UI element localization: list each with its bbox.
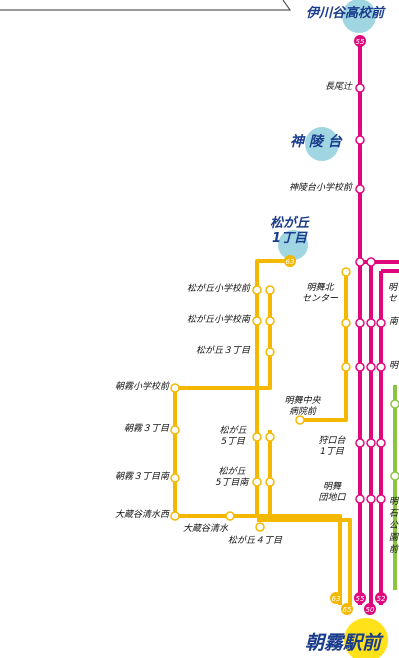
yellow-routes — [173, 259, 352, 605]
stop-marker — [225, 511, 235, 521]
stop-marker — [355, 184, 365, 194]
stop-label-asagiri-school: 朝霧小学校前 — [114, 382, 169, 392]
stop-marker — [252, 432, 262, 442]
stop-label-asagiri-3-s: 朝霧３丁目南 — [114, 472, 169, 482]
route-badge-52 — [375, 592, 387, 604]
terminal-circle — [344, 618, 388, 658]
stop-marker — [170, 511, 180, 521]
stop-marker — [170, 425, 180, 435]
route-badge-65 — [341, 603, 353, 615]
stop-label-matsugaoka-school-s: 松が丘小学校南 — [186, 315, 250, 325]
yellow-segment-3 — [173, 290, 342, 605]
stop-label-matsugaoka-5: 松が丘 5丁目 — [219, 426, 247, 447]
stop-marker — [265, 285, 275, 295]
stop-label-cut-vertical: 明 石 公 園 前 — [389, 497, 399, 555]
route-badge-55-bottom — [354, 592, 366, 604]
stop-marker — [355, 438, 365, 448]
stop-marker — [252, 477, 262, 487]
stop-marker — [355, 362, 365, 372]
stop-marker — [255, 522, 265, 532]
frame-line — [0, 0, 291, 11]
stop-name-asagiri-station: 朝霧駅前 — [305, 632, 382, 654]
stop-marker — [366, 494, 376, 504]
yellow-stop-markers — [170, 267, 351, 532]
stop-marker — [341, 267, 351, 277]
yellow-segment-5 — [257, 518, 352, 605]
stop-label-matsugaoka-3: 松が丘３丁目 — [195, 346, 250, 356]
route-badge-63-bottom — [330, 592, 342, 604]
stop-marker — [341, 318, 351, 328]
stop-label-matsugaoka-5-s: 松が丘 5丁目南 — [215, 467, 249, 488]
stop-marker — [170, 383, 180, 393]
stop-marker — [376, 494, 386, 504]
stop-marker — [376, 318, 386, 328]
stop-label-kanryodai-school: 神陵台小学校前 — [288, 183, 352, 193]
stop-label-meimai-kita: 明舞北 センター — [301, 283, 338, 304]
green-stop-markers — [390, 399, 399, 481]
stop-label-matsugaoka-school: 松が丘小学校前 — [186, 284, 250, 294]
stop-marker — [376, 362, 386, 372]
route-badge-63-top — [284, 255, 296, 267]
stop-label-meimai-hospital: 明舞中央 病院前 — [284, 396, 321, 417]
stop-label-cut-mei: 明 — [389, 361, 399, 371]
route-number-52: 52 — [377, 595, 386, 603]
stop-label-nagaotsuji: 長尾辻 — [324, 82, 352, 92]
stop-label-asagiri-3: 朝霧３丁目 — [123, 424, 169, 434]
stop-marker — [355, 257, 365, 267]
stop-marker — [376, 438, 386, 448]
stop-label-matsugaoka-4: 松が丘４丁目 — [228, 536, 283, 546]
stop-marker — [265, 477, 275, 487]
stop-marker — [265, 347, 275, 357]
route-number-50: 50 — [366, 606, 375, 614]
stop-marker — [390, 471, 399, 481]
stop-marker — [265, 432, 275, 442]
route-badge-55-top — [354, 35, 366, 47]
route-number-63: 63 — [286, 258, 295, 266]
stop-marker — [265, 316, 275, 326]
major-stop-bubble — [278, 230, 308, 260]
stop-marker — [295, 415, 305, 425]
stop-marker — [366, 362, 376, 372]
stop-label-cut-minami: 南 — [389, 317, 399, 327]
stop-name-kanryodai: 神 陵 台 — [290, 134, 342, 150]
stop-label-okuradani-shimizu: 大蔵谷清水 — [183, 524, 229, 534]
major-stop-bubble — [305, 127, 339, 161]
route-number-55: 55 — [356, 38, 365, 46]
stop-name-matsugaoka-1: 松が丘 1丁目 — [270, 216, 310, 246]
stop-name-ikawadani: 伊川谷高校前 — [306, 6, 385, 21]
stop-label-cut-mei-se: 明 セ — [388, 283, 398, 304]
stop-marker — [355, 318, 365, 328]
stop-label-kariguchidai: 狩口台 1丁目 — [318, 436, 346, 457]
stop-marker — [366, 438, 376, 448]
yellow-segment-1 — [255, 259, 290, 516]
stop-marker — [170, 473, 180, 483]
stop-marker — [366, 318, 376, 328]
stop-label-okuradani-shimizu-w: 大蔵谷清水西 — [114, 510, 169, 520]
stop-marker — [355, 135, 365, 145]
stop-marker — [252, 285, 262, 295]
route-number-63: 63 — [332, 595, 341, 603]
stop-marker — [355, 83, 365, 93]
route-badge-50 — [364, 603, 376, 615]
stop-marker — [341, 362, 351, 372]
stop-label-meimai-danchi: 明舞 団地口 — [318, 482, 346, 503]
route-number-65: 65 — [343, 606, 352, 614]
stop-marker — [390, 399, 399, 409]
route-number-55: 55 — [356, 595, 365, 603]
stop-marker — [355, 494, 365, 504]
major-stop-bubble — [342, 0, 376, 33]
stop-marker — [252, 316, 262, 326]
route-badge-labels: 55 55 52 50 63 63 65 — [286, 38, 386, 614]
stop-marker — [366, 257, 376, 267]
